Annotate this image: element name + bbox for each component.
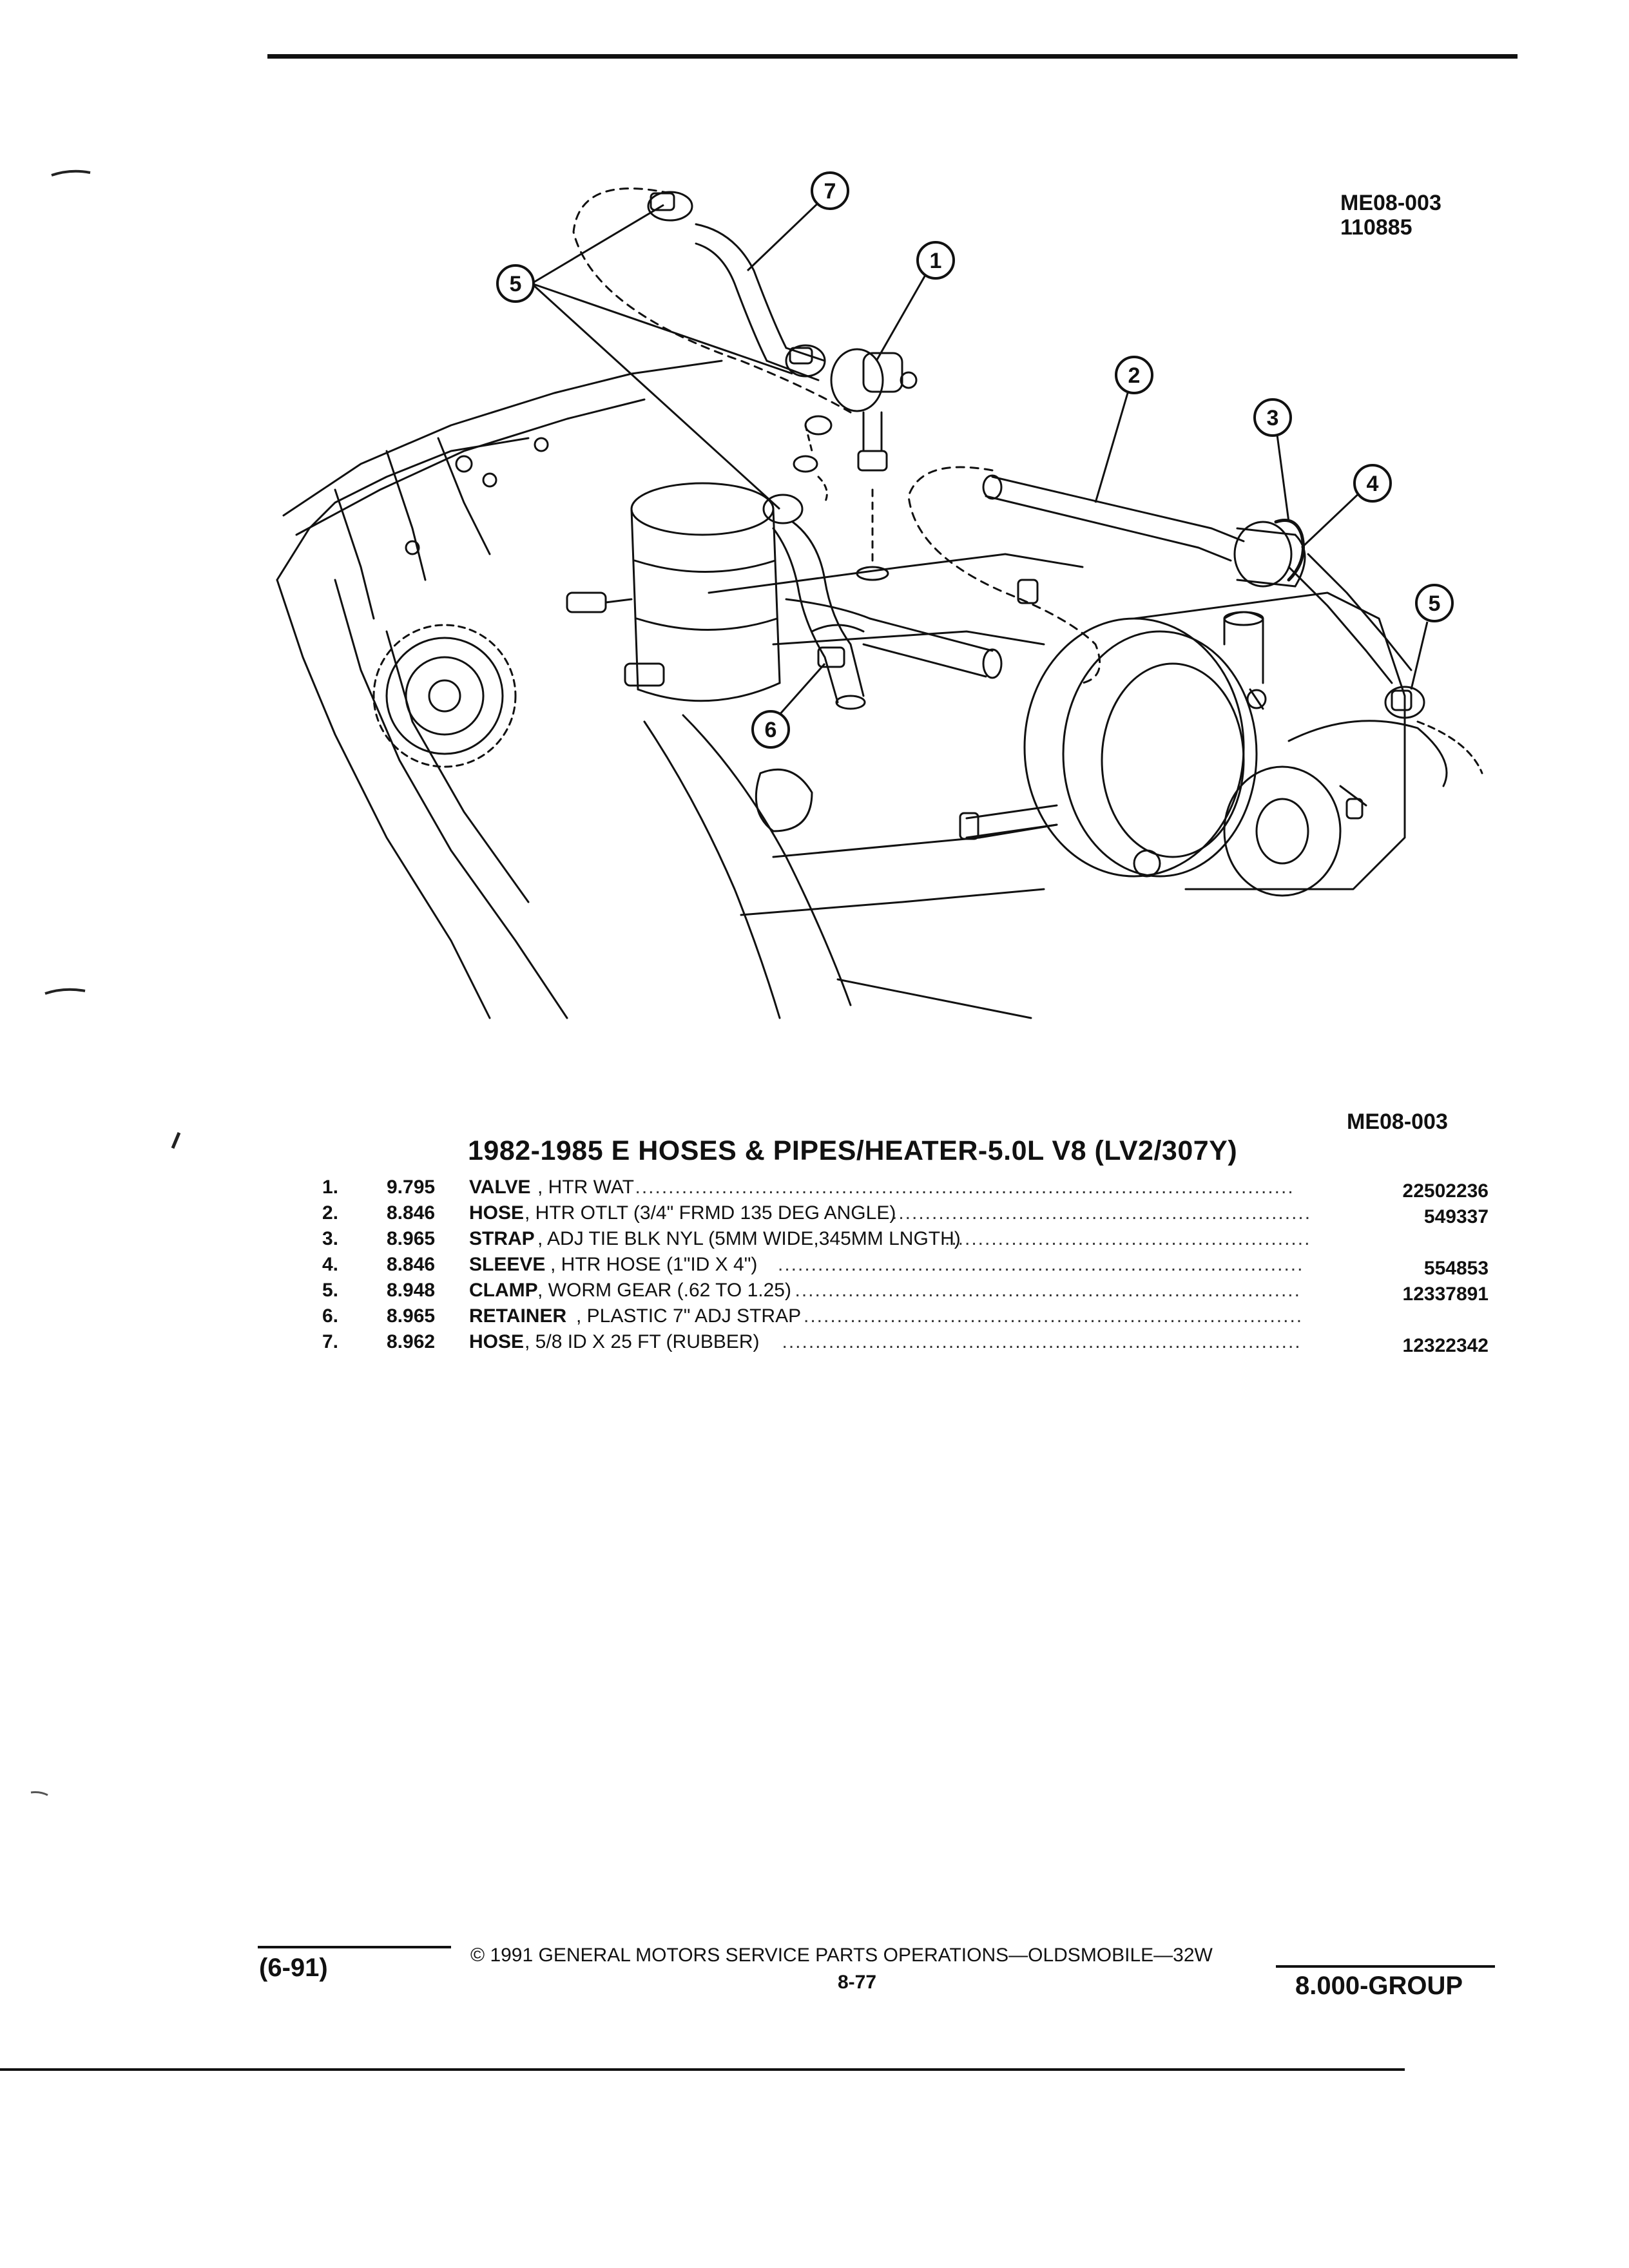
figure-date-code: 110885	[1340, 215, 1412, 240]
part-item-number: 6.	[322, 1305, 339, 1327]
section-title: 1982-1985 E HOSES & PIPES/HEATER-5.0L V8…	[468, 1135, 1238, 1166]
callout-2	[1115, 356, 1153, 394]
figure-caption-id: ME08-003	[1347, 1110, 1448, 1134]
footer-copyright: © 1991 GENERAL MOTORS SERVICE PARTS OPER…	[470, 1945, 1213, 1966]
part-number: 22502236	[1402, 1180, 1489, 1202]
footer-rule-right	[1276, 1965, 1495, 1968]
top-rule	[267, 54, 1518, 59]
parts-row: 5. 8.948 CLAMP, WORM GEAR (.62 TO 1.25)...…	[0, 1280, 1629, 1305]
parts-row: 1. 9.795 VALVE , HTR WAT...................…	[0, 1177, 1629, 1202]
part-description: , HTR HOSE (1"ID X 4")	[550, 1254, 758, 1275]
part-number: 12337891	[1402, 1283, 1489, 1305]
part-group-number: 8.846	[387, 1202, 436, 1224]
leader-dots: ........................................…	[892, 1202, 1312, 1224]
parts-row: 4. 8.846 SLEEVE, HTR HOSE (1"ID X 4").....…	[0, 1254, 1629, 1279]
part-name: HOSE	[469, 1202, 525, 1224]
callout-4-label: 4	[1367, 472, 1379, 496]
part-group-number: 8.948	[387, 1280, 436, 1301]
heater-hose-diagram: 7 1 5 2 3 4 5 6	[276, 171, 1483, 1019]
parts-row: 7. 8.962 HOSE, 5/8 ID X 25 FT (RUBBER)....…	[0, 1331, 1629, 1356]
leader-dots: ........................................…	[778, 1254, 1304, 1275]
callout-3	[1253, 398, 1292, 437]
part-group-number: 9.795	[387, 1177, 436, 1198]
leader-dots: ........................................…	[804, 1305, 1304, 1327]
callout-1-label: 1	[930, 249, 942, 273]
part-group-number: 8.846	[387, 1254, 436, 1275]
part-description: , PLASTIC 7" ADJ STRAP	[576, 1305, 802, 1327]
part-description: , HTR WAT	[537, 1177, 634, 1198]
callout-6	[751, 710, 790, 749]
part-group-number: 8.965	[387, 1228, 436, 1249]
callout-7-label: 7	[824, 179, 836, 204]
callout-5-top	[496, 264, 535, 303]
footer-date: (6-91)	[259, 1954, 328, 1982]
part-name: VALVE	[469, 1177, 531, 1198]
figure-id-code: ME08-003	[1340, 191, 1441, 215]
parts-row: 3. 8.965 STRAP, ADJ TIE BLK NYL (5MM WIDE,…	[0, 1228, 1629, 1251]
part-number: 554853	[1423, 1258, 1489, 1279]
part-item-number: 3.	[322, 1228, 339, 1249]
part-description: , WORM GEAR (.62 TO 1.25)	[537, 1280, 791, 1301]
footer-page-number: 8-77	[838, 1972, 877, 1993]
part-number: 549337	[1423, 1206, 1489, 1227]
leader-dots: ........................................…	[795, 1280, 1301, 1301]
footer-group: 8.000-GROUP	[1295, 1972, 1463, 2000]
callout-2-label: 2	[1128, 363, 1141, 388]
part-item-number: 1.	[322, 1177, 339, 1198]
callout-3-label: 3	[1267, 406, 1279, 430]
callout-5-right-label: 5	[1429, 591, 1441, 616]
part-item-number: 2.	[322, 1202, 339, 1224]
leader-dots: ........................................…	[782, 1331, 1302, 1352]
part-description: , ADJ TIE BLK NYL (5MM WIDE,345MM LNGTH)	[537, 1228, 961, 1249]
callout-6-label: 6	[765, 718, 777, 742]
part-group-number: 8.965	[387, 1305, 436, 1327]
part-group-number: 8.962	[387, 1331, 436, 1352]
part-description: , 5/8 ID X 25 FT (RUBBER)	[525, 1331, 760, 1352]
parts-row: 6. 8.965 RETAINER , PLASTIC 7" ADJ STRAP...…	[0, 1305, 1629, 1329]
callout-7	[811, 171, 849, 210]
parts-row: 2. 8.846 HOSE, HTR OTLT (3/4" FRMD 135 DEG…	[0, 1202, 1629, 1227]
callout-1	[916, 241, 955, 280]
part-name: HOSE	[469, 1331, 525, 1352]
part-item-number: 7.	[322, 1331, 339, 1352]
leader-dots: ........................................…	[945, 1228, 1311, 1249]
leader-dots: ........................................…	[635, 1177, 1295, 1198]
figure-id: ME08-003 110885	[1340, 191, 1441, 240]
part-item-number: 4.	[322, 1254, 339, 1275]
part-item-number: 5.	[322, 1280, 339, 1301]
part-name: CLAMP	[469, 1280, 538, 1301]
callout-5-top-label: 5	[510, 272, 522, 296]
part-number: 12322342	[1402, 1335, 1489, 1356]
bottom-rule	[0, 2068, 1405, 2071]
part-name: SLEEVE	[469, 1254, 546, 1275]
callout-5-right	[1415, 584, 1454, 622]
part-description: , HTR OTLT (3/4" FRMD 135 DEG ANGLE)	[525, 1202, 896, 1224]
callout-4	[1353, 464, 1392, 503]
part-name: RETAINER	[469, 1305, 567, 1327]
part-name: STRAP	[469, 1228, 535, 1249]
footer-rule-left	[258, 1946, 451, 1948]
